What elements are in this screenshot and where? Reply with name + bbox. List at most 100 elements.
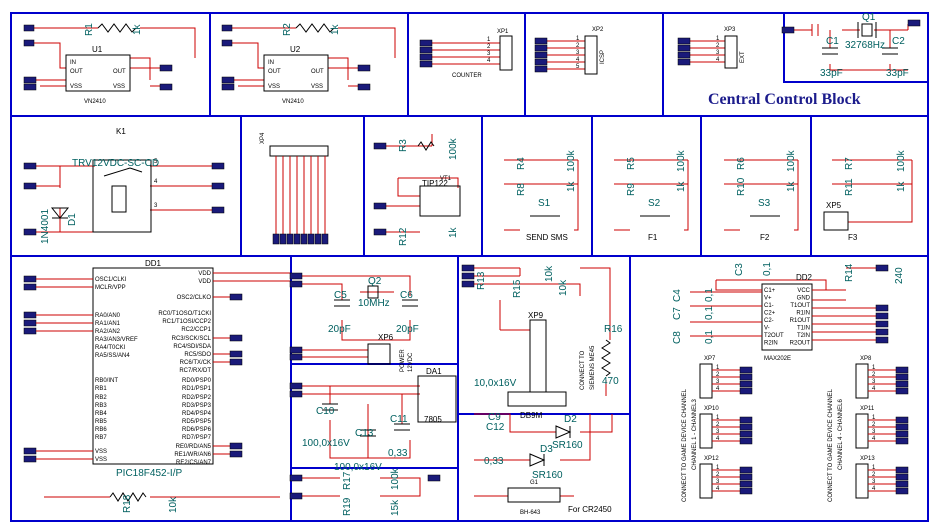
dd1-pin-left: VSS [95,457,107,463]
block-borders [10,12,929,522]
svg-text:1: 1 [716,36,720,42]
u2-ref: U2 [290,45,301,54]
svg-text:1: 1 [487,37,491,43]
d1-value: 1N4001 [40,209,51,244]
game-right-connector-port [895,437,909,445]
r13-ref: R13 [476,271,487,290]
dd1-pin-left: OSC1/CLKI [95,277,127,283]
svg-text:2: 2 [487,44,491,50]
game-left-connector-port [739,466,753,474]
game-left-connector-pin: 1 [716,365,720,371]
dd1-pin-left: RB3 [95,403,107,409]
c4-ref: C4 [672,289,683,302]
block-title: Central Control Block [708,91,861,108]
r2-ref: R2 [282,23,293,36]
dd1-pin-left: VSS [95,449,107,455]
battery-note: For CR2450 [568,505,612,514]
svg-text:3: 3 [576,50,580,56]
xp9-ref: XP9 [528,311,544,320]
svg-text:4: 4 [487,58,491,64]
game-label-left-1: CONNECT TO GAME DEVICE CHANNEL [682,388,688,502]
dd1-pin-right: RD4/PSP4 [182,411,212,417]
c7-value: 0,1 [704,306,715,320]
dd1-pin-left: RB5 [95,419,107,425]
game-right-connector-pin: 3 [872,479,876,485]
game-left-connector-body [699,363,713,399]
dd2-pin-right: R1IN [796,311,810,317]
dd2-pin-left: T2OUT [764,333,784,339]
svg-text:3: 3 [716,50,720,56]
vt1-block: R3 100k VT1 TIP122 R12 1k [373,134,461,246]
c12-ref: C12 [486,422,505,433]
game-left-connector-port [739,366,753,374]
game-right-connector-pin: 2 [872,372,876,378]
r3-ref: R3 [398,139,409,152]
g1-ref: G1 [530,480,539,486]
r7-ref: R7 [844,157,855,170]
dd1-part: PIC18F452-I/P [116,468,182,479]
game-left-connector-body [699,463,713,499]
r15-ref: R15 [512,279,523,298]
r18-value: 10k [168,496,179,513]
xp2-label: ICSP [600,50,606,64]
dd2-pin-left: C1- [764,303,774,309]
q2-block: Q2 10MHz C5 C6 20pF 20pF [289,272,419,341]
game-right-connector-pin: 1 [872,415,876,421]
c8-value: 0,1 [704,330,715,344]
game-right-connector-port [895,423,909,431]
d1-ref: D1 [67,213,78,226]
dd1-pin-right: VDD [198,279,211,285]
u1-block: R1 1k U1 IN OUT OUT VSS VSS VN2410 [23,23,196,105]
dd2-pin-left: V+ [764,296,772,302]
vt1-ref: VT1 [440,176,452,182]
game-left-connector-pin: 3 [716,429,720,435]
svg-text:4: 4 [576,57,580,63]
switch-block-4: R7 R11 100k 1k XP5 F3 [823,149,913,242]
da1-part: 7805 [424,415,442,424]
dd1-pin-left: RA5/SS/AN4 [95,353,130,359]
game-left-connector-pin: 3 [716,479,720,485]
r4-value: 100k [566,149,577,172]
r13-value: 10k [544,265,555,282]
game-left-connector-pin: 3 [716,379,720,385]
dd1-pin-right: RD5/PSP5 [182,419,212,425]
dd1-right-pins: VDDVDDOSC2/CLKORC0/T1OSO/T1CKIRC1/T1OSI/… [158,271,211,466]
k1-block: 543 K1 TRV12VDC-SC-CD D1 1N4001 [23,127,225,244]
s3-label: F2 [760,233,770,242]
vt1-part: TIP122 [422,179,448,188]
c11-value: 0,33 [388,448,408,459]
c8-ref: C8 [672,331,683,344]
game-right-connector-port [895,430,909,438]
switch-block-2: R5 R9 100k 1k S2 F1 [614,149,689,242]
r6-ref: R6 [736,157,747,170]
dd1-pin-right: RC5/SDO [184,352,211,358]
g1-part: BH-643 [520,510,541,516]
c1-value: 33pF [820,68,843,79]
s3-ref: S3 [758,198,771,209]
r15-value: 10k [558,279,569,296]
c4-value: 0,1 [704,288,715,302]
s1-ref: S1 [538,198,551,209]
u1-pin-out-a: OUT [70,69,83,75]
game-left-connector-pin: 1 [716,415,720,421]
r9-ref: R9 [626,183,637,196]
r17-ref: R17 [342,471,353,490]
dd1-pin-right: RE0/RD/AN5 [176,444,212,450]
c2-ref: C2 [892,36,905,47]
xp4-ref: XP4 [260,132,266,144]
game-right-connector-port [895,373,909,381]
dd1-left-pins: OSC1/CLKIMCLR/VPPRA0/AN0RA1/AN1RA2/AN2RA… [95,277,138,463]
u1-ref: U1 [92,45,103,54]
game-right-connector-port [895,416,909,424]
dd1-pin-left: RA3/AN3/VREF [95,337,138,343]
c3-value: 0,1 [762,262,773,276]
svg-text:4: 4 [716,57,720,63]
dd2-pin-right: T1IN [797,326,810,332]
switch-block-1: R4 R8 100k 1k S1 SEND SMS [504,149,579,242]
dd1-block: DD1 PIC18F452-I/P OSC1/CLKIMCLR/VPPRA0/A… [23,259,290,513]
dd1-pin-right: RC4/SDI/SDA [173,344,211,350]
game-left-connector-pin: 2 [716,372,720,378]
game-right-connector-port [895,473,909,481]
